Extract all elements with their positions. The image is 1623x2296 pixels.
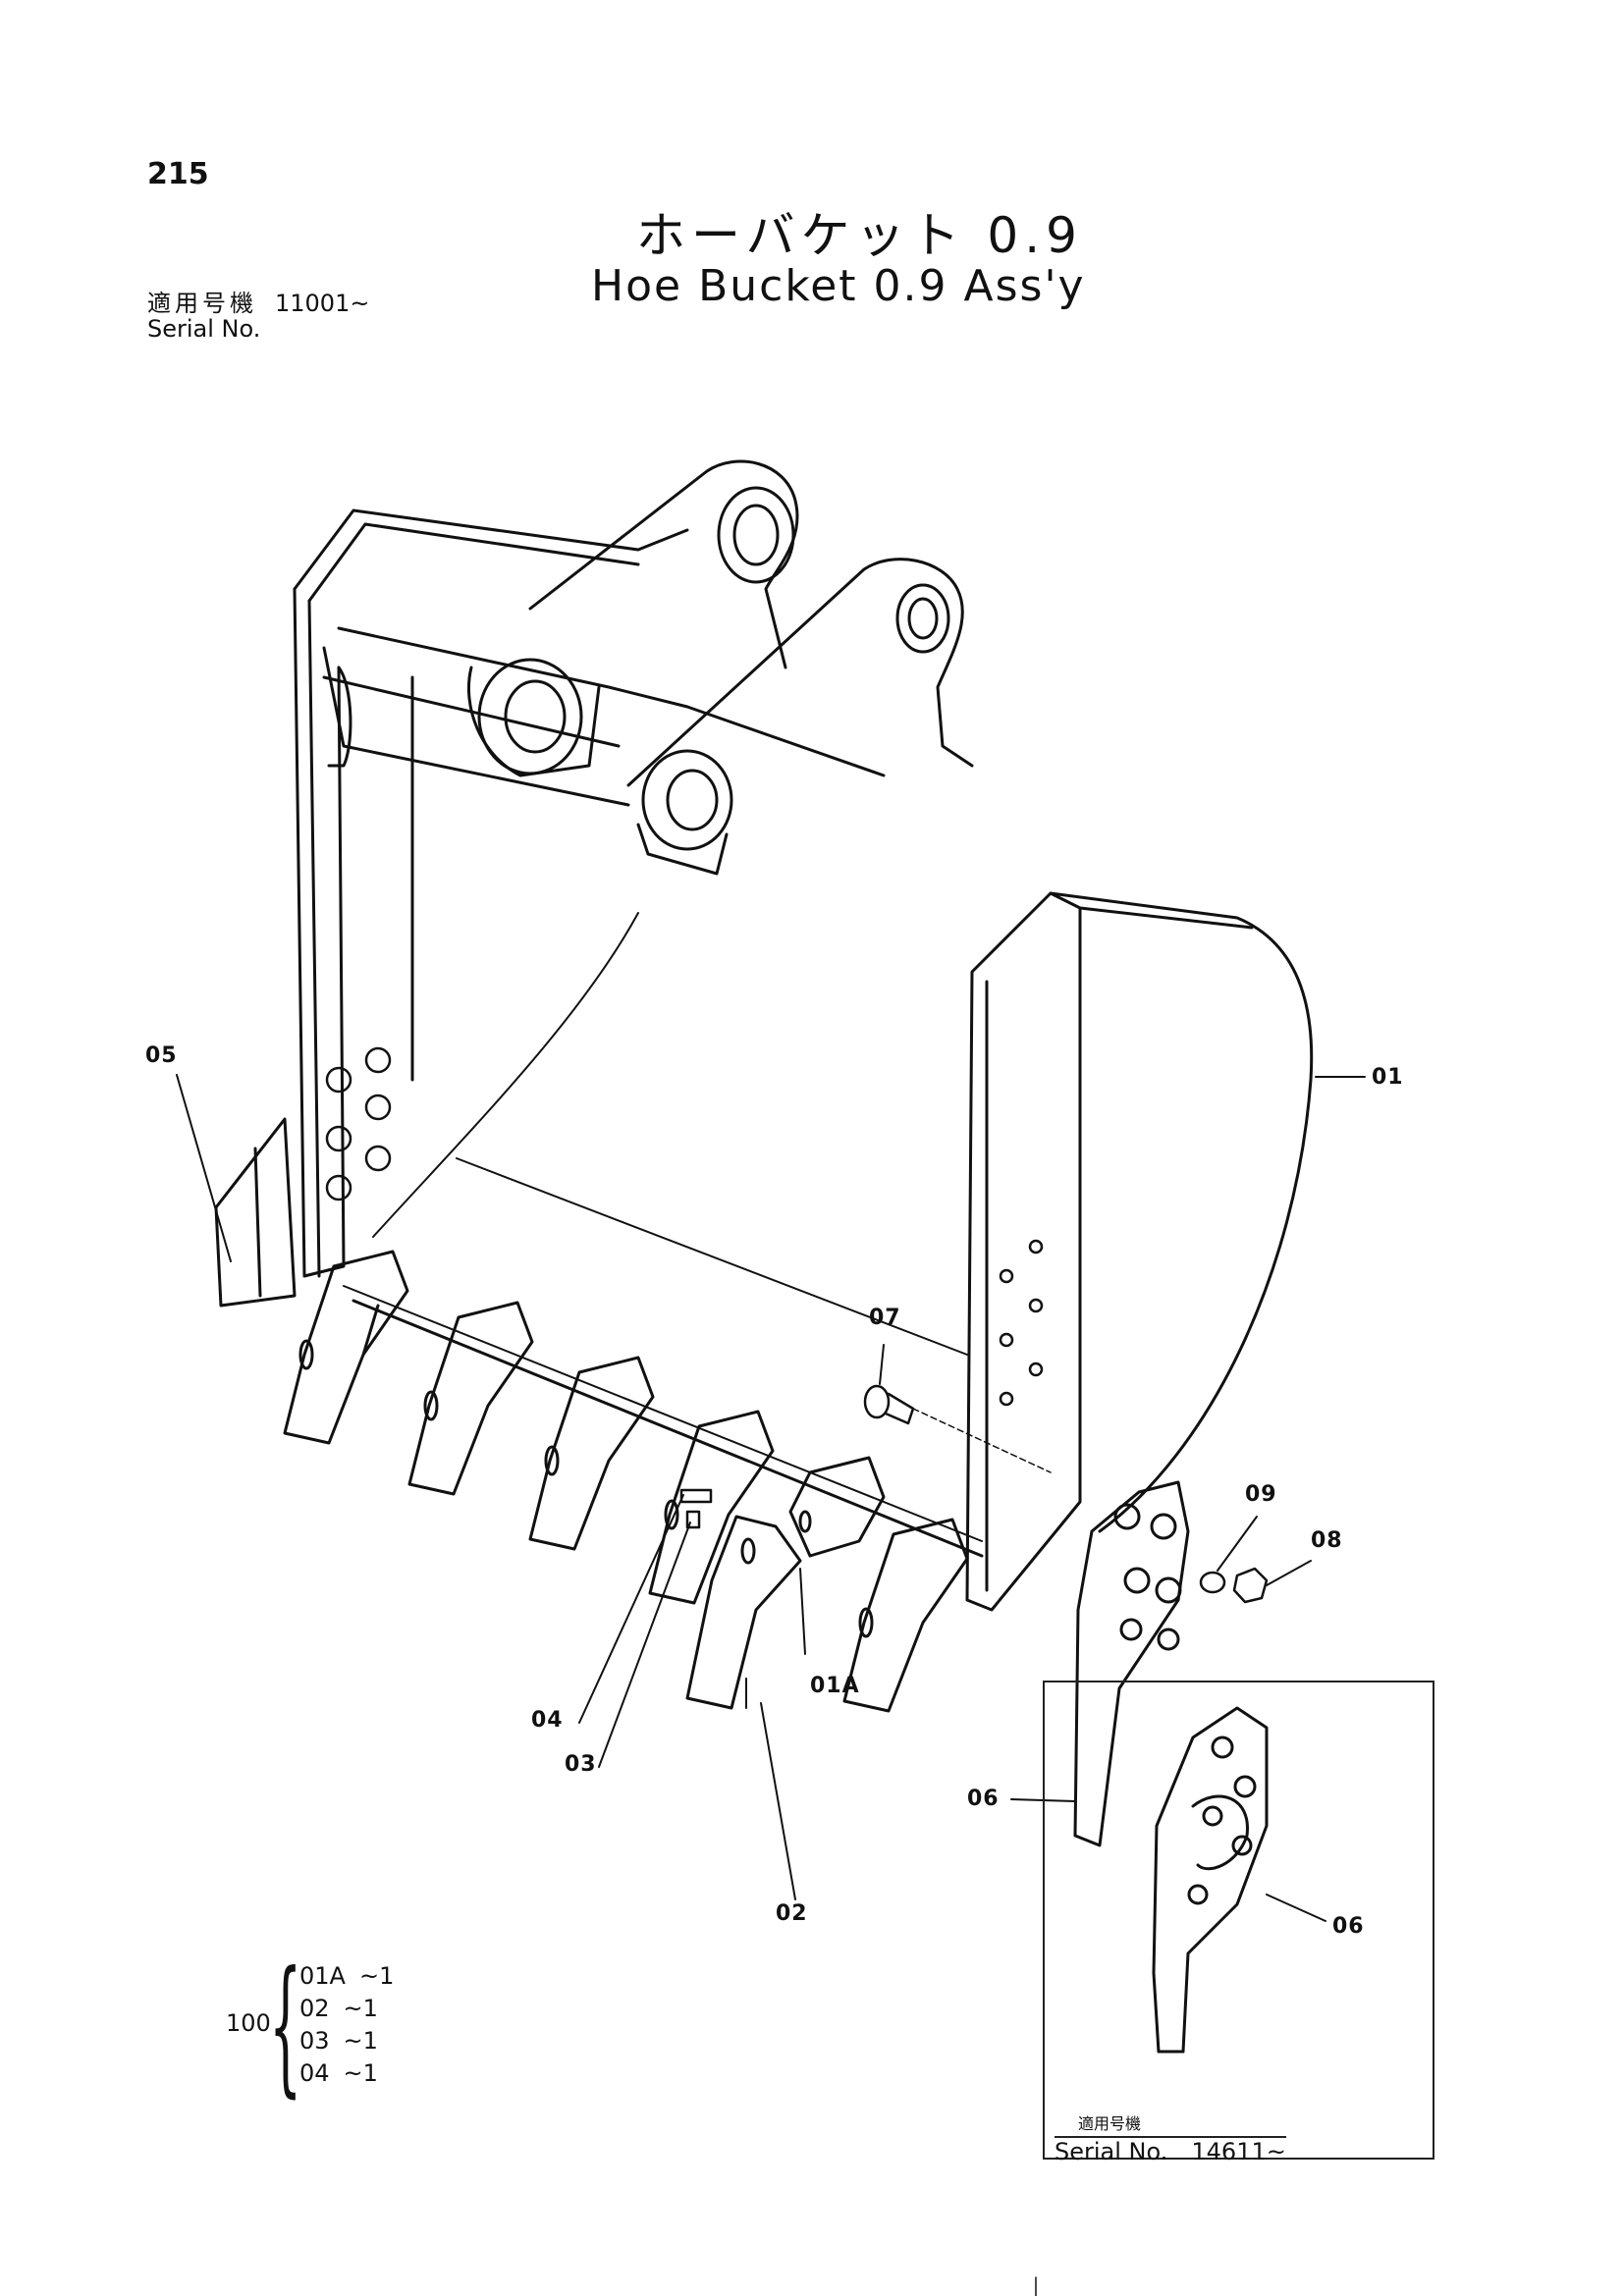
left-side-plate [293,587,414,1278]
tooth-pin [679,1488,713,1504]
title-english: Hoe Bucket 0.9 Ass'y [591,261,1086,311]
kit-row-qty: ~1 [358,1962,395,1990]
inset-frame [1043,1681,1434,2160]
right-side-plate [965,891,1314,1612]
inset-serial-label-en: Serial No. [1055,2138,1168,2165]
callout-01a: 01A [810,1674,860,1698]
serial-block: 適用号機 11001~ Serial No. [147,291,369,342]
inset-side-cutter [1152,1706,1269,2054]
kit-row: 04 ~1 [299,2057,394,2090]
kit-row-qty: ~1 [343,1995,378,2022]
callout-04: 04 [531,1708,564,1733]
kit-brace: { [269,1941,302,2111]
callout-09: 09 [1245,1482,1277,1507]
bucket-back-beam [293,508,886,807]
kit-row-part: 04 [299,2059,330,2087]
kit-row: 03 ~1 [299,2025,394,2057]
callout-08: 08 [1311,1528,1343,1553]
kit-row-qty: ~1 [343,2027,378,2055]
kit-row: 02 ~1 [299,1993,394,2025]
tooth-point-exploded [685,1515,802,1710]
inset-serial-label-jp: 適用号機 [1078,2114,1142,2133]
hinge-bracket-left [466,459,799,777]
washer-09 [1199,1571,1226,1594]
side-cutter-left [214,1117,297,1308]
kit-row-qty: ~1 [343,2059,378,2087]
bucket-interior [343,912,983,1542]
inset-serial-value: 14611~ [1191,2138,1286,2165]
kit-quantity: 100 [226,2009,271,2037]
nut-08 [1232,1567,1269,1604]
callout-01: 01 [1372,1065,1404,1090]
kit-row-part: 01A [299,1962,346,1990]
callout-03: 03 [565,1752,597,1777]
kit-row-part: 03 [299,2027,330,2055]
callout-07: 07 [869,1306,901,1330]
bucket-teeth [283,1250,969,1713]
inset-serial: 適用号機 Serial No. 14611~ [1055,2112,1286,2163]
inset-serial-line: Serial No. 14611~ [1055,2136,1286,2163]
serial-value: 11001~ [275,290,370,317]
callout-05: 05 [145,1043,178,1068]
serial-label-jp: 適用号機 [147,290,257,317]
callout-06-main: 06 [967,1787,1000,1811]
kit-row-part: 02 [299,1995,330,2022]
bolt-07 [863,1384,1052,1473]
cutting-edge [352,1299,984,1558]
left-side-bolts [325,1046,392,1201]
right-side-holes [999,1239,1044,1407]
kit-rows: 01A ~1 02 ~1 03 ~1 04 ~1 [299,1960,394,2090]
leader-lines [176,1074,1366,1922]
title-japanese: ホーバケット 0.9 [636,207,1083,264]
serial-label-en: Serial No. [147,315,261,343]
page-number: 215 [147,157,209,191]
side-cutter-right [1073,1480,1190,1847]
callout-06-inset: 06 [1332,1914,1365,1939]
callout-02: 02 [776,1901,808,1926]
hinge-bracket-right [626,558,974,876]
tooth-lock [685,1510,701,1529]
kit-row: 01A ~1 [299,1960,394,1993]
